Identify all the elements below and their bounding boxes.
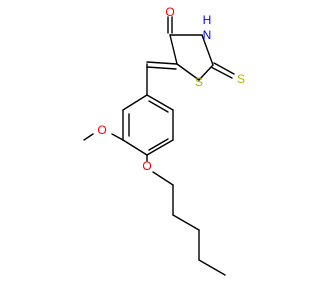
bond-ar-4-5 (146, 139, 174, 156)
ring-nitrogen-label: N (203, 28, 212, 42)
bond-c5-ch-b (146, 66, 177, 70)
bond-ar-3-4 (122, 139, 148, 156)
atom-label-layer: O H N S S O O (97, 5, 245, 173)
bond-ar-ome (111, 133, 124, 141)
bond-c2-s-b (210, 66, 233, 79)
bond-ar-inner-b (148, 138, 169, 151)
bond-chain-2 (172, 214, 200, 231)
bond-n3-c2 (201, 34, 214, 66)
bond-c2-s-a (213, 62, 235, 75)
bond-o-ch2-1 (152, 171, 174, 186)
ring-sulfur-label: S (195, 75, 203, 89)
bond-layer (83, 16, 235, 276)
bond-chain-4 (198, 259, 226, 276)
bond-ar-inner-c (148, 100, 169, 113)
bond-ar-6-1 (146, 94, 174, 111)
thione-sulfur-label: S (237, 72, 245, 86)
bond-s1-c5 (176, 63, 200, 81)
bond-ar-1-2 (122, 94, 148, 111)
bond-c4-c5 (169, 34, 178, 65)
methoxy-oxygen-label: O (97, 123, 106, 137)
ether-oxygen-label: O (142, 159, 151, 173)
molecule-structure-diagram: O H N S S O O (83, 5, 245, 276)
ketone-oxygen-label: O (165, 5, 174, 19)
bond-c5-ch-a (146, 61, 178, 65)
ring-nh-hydrogen-label: H (203, 13, 212, 27)
bond-o-ch3 (83, 133, 94, 141)
